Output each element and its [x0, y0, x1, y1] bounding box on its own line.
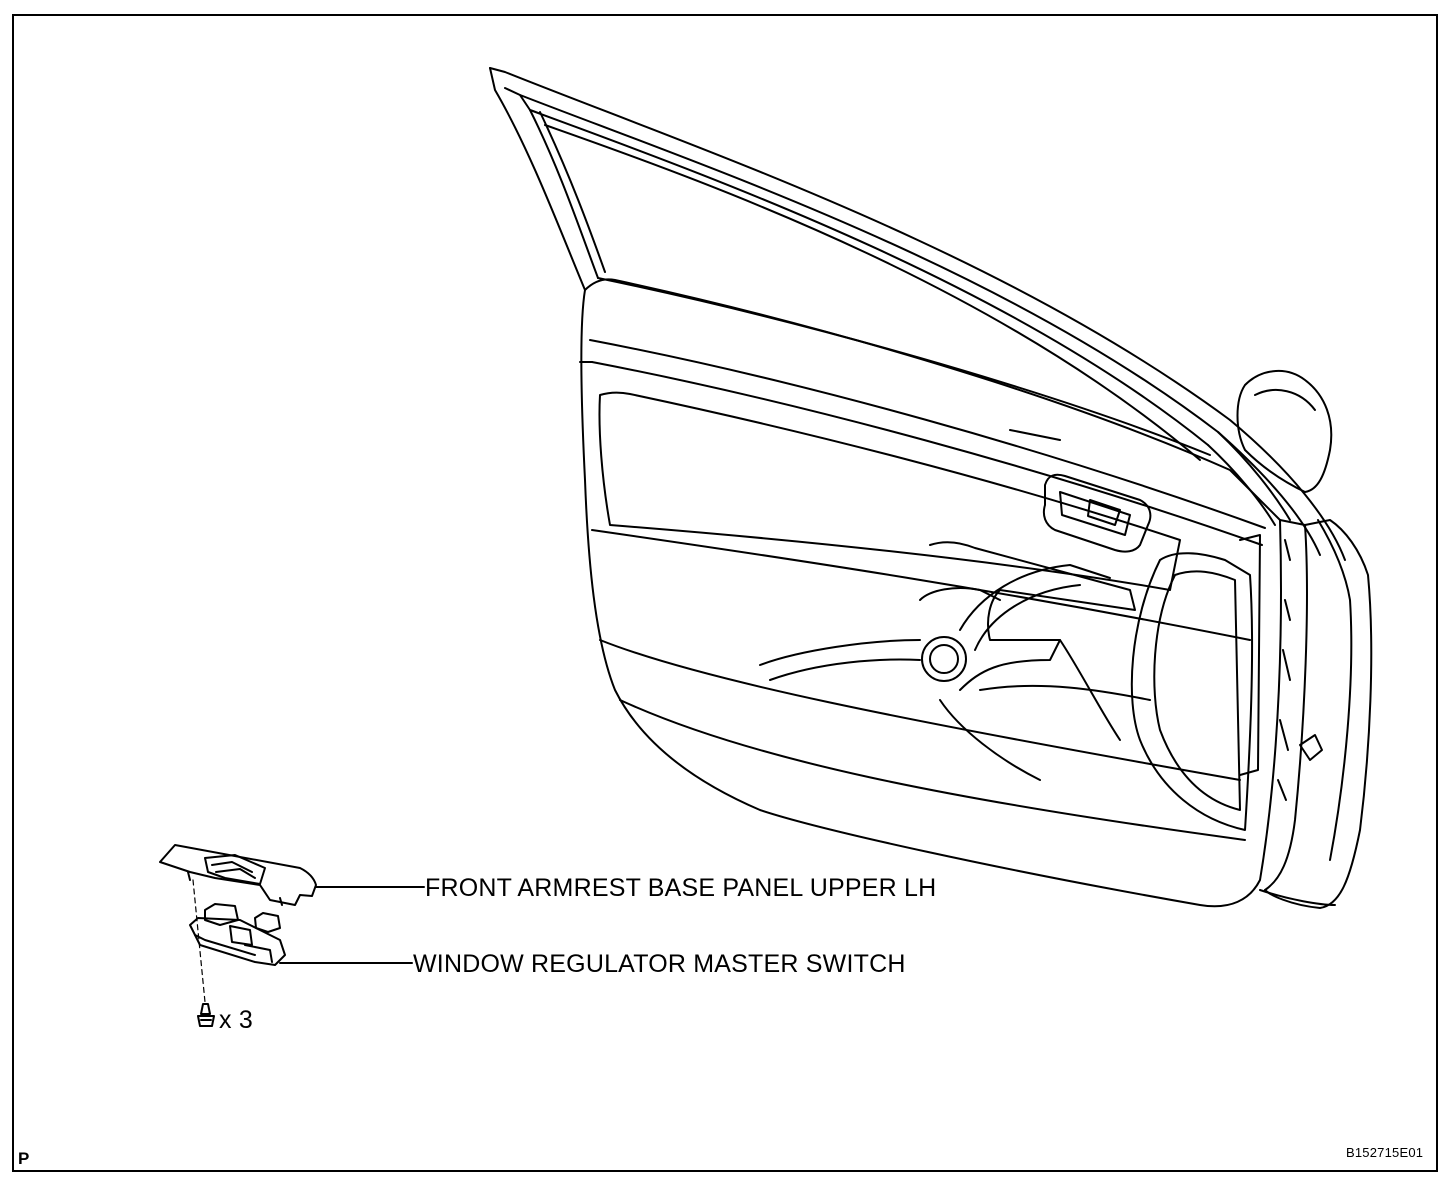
armrest-base-panel-drawing — [159, 844, 317, 906]
figure-code: B152715E01 — [1346, 1145, 1424, 1160]
diagram-frame — [12, 14, 1438, 1172]
screw-dash-line — [192, 879, 206, 1003]
screw-icon — [197, 1003, 215, 1027]
door-panel-drawing — [489, 67, 1373, 909]
master-switch-drawing — [189, 903, 286, 966]
armrest-panel-label: FRONT ARMREST BASE PANEL UPPER LH — [425, 874, 937, 902]
corner-mark: P — [18, 1149, 30, 1168]
master-switch-label: WINDOW REGULATOR MASTER SWITCH — [413, 950, 906, 978]
screw-quantity-label: x 3 — [219, 1006, 253, 1034]
